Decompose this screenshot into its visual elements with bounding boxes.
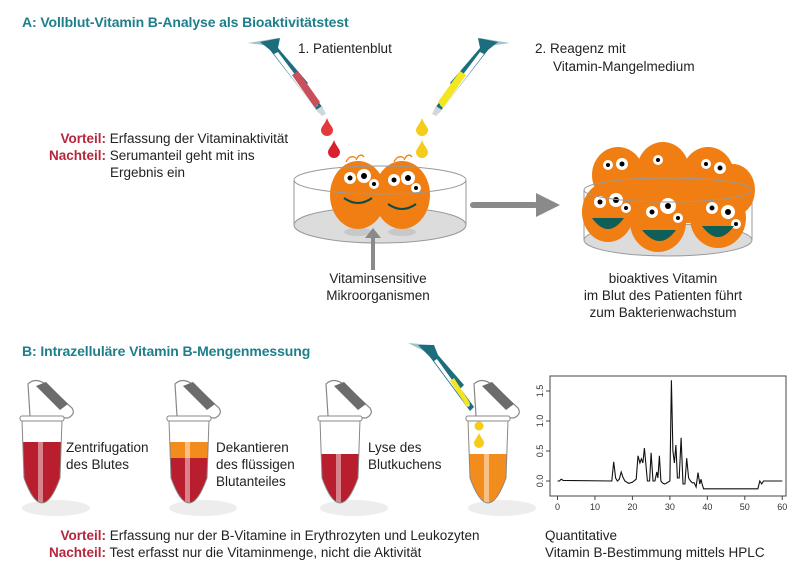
- tube-lysis-icon: [317, 379, 388, 516]
- organism-label-line2: Mikroorganismen: [326, 288, 430, 303]
- x-tick-label: 30: [665, 502, 675, 512]
- con-text: Test erfasst nur die Vitaminmenge, nicht…: [109, 545, 422, 560]
- tube-shadow: [468, 500, 536, 516]
- blood-drop-icon: [328, 140, 340, 158]
- x-tick-label: 10: [590, 502, 600, 512]
- reagent-drop-icon: [474, 421, 484, 431]
- petri-dish-with-microbes-icon: [293, 154, 467, 244]
- tube-rim: [465, 415, 511, 422]
- reagent-drop-icon: [416, 118, 428, 136]
- tube-rim: [166, 415, 212, 422]
- tube-shadow: [320, 500, 388, 516]
- hplc-caption: Quantitative Vitamin B-Bestimmung mittel…: [545, 527, 765, 561]
- pro-row: Vorteil: Erfassung der Vitaminaktivität: [22, 130, 288, 147]
- tube-3-label-line1: Lyse des: [368, 440, 422, 455]
- x-tick-label: 0: [555, 502, 560, 512]
- y-tick-label: 0.0: [535, 475, 545, 488]
- hplc-caption-line1: Quantitative: [545, 528, 618, 543]
- section-a-title: A: Vollblut-Vitamin B-Analyse als Bioakt…: [22, 14, 349, 30]
- tube-3-label: Lyse des Blutkuchens: [368, 439, 442, 473]
- blood-drop-icon: [321, 118, 333, 136]
- con-text-line2: Ergebnis ein: [110, 165, 186, 180]
- x-tick-label: 40: [702, 502, 712, 512]
- tube-lid-seal: [334, 382, 366, 410]
- tube-centrifugation-icon: [19, 379, 90, 516]
- section-b-pros-cons: Vorteil: Erfassung nur der B-Vitamine in…: [22, 527, 479, 561]
- con-row: Nachteil: Serumanteil geht mit ins: [22, 147, 288, 164]
- con-row: Nachteil: Test erfasst nur die Vitaminme…: [22, 544, 479, 561]
- tube-2-label-line3: Blutanteiles: [216, 474, 286, 489]
- arrow-right-icon: [470, 193, 560, 217]
- result-line1: bioaktives Vitamin: [608, 271, 718, 286]
- tube-rim: [317, 415, 363, 422]
- tube-liquid: [169, 442, 209, 458]
- tube-lid-seal: [482, 382, 514, 410]
- tube-2-label-line1: Dekantieren: [216, 440, 289, 455]
- tube-lid-seal: [183, 382, 215, 410]
- step-2-label-line1: 2. Reagenz mit: [535, 41, 626, 56]
- con-row-2: Ergebnis ein: [22, 164, 288, 181]
- tube-liquid: [468, 454, 508, 503]
- tube-decanting-icon: [166, 379, 237, 516]
- pro-label: Vorteil:: [60, 528, 106, 543]
- con-label: Nachteil:: [48, 148, 106, 163]
- x-tick-label: 50: [740, 502, 750, 512]
- y-tick-label: 0.5: [535, 445, 545, 458]
- y-tick-label: 1.0: [535, 415, 545, 428]
- result-line3: zum Bakterienwachstum: [589, 305, 737, 320]
- hplc-caption-line2: Vitamin B-Bestimmung mittels HPLC: [545, 545, 765, 560]
- y-tick-label: 1.5: [535, 385, 545, 398]
- organism-label-line1: Vitaminsensitive: [329, 271, 427, 286]
- tube-body: [168, 419, 210, 504]
- tube-1-label: Zentrifugation des Blutes: [66, 439, 149, 473]
- step-2-label-line2: Vitamin-Mangelmedium: [553, 59, 695, 74]
- x-tick-label: 60: [777, 502, 787, 512]
- section-b-title: B: Intrazelluläre Vitamin B-Mengenmessun…: [22, 343, 311, 359]
- tube-lid-seal: [36, 382, 68, 410]
- pro-label: Vorteil:: [60, 131, 106, 146]
- tube-2-label: Dekantieren des flüssigen Blutanteiles: [216, 439, 295, 490]
- reagent-drop-icon: [416, 140, 428, 158]
- organism-label: Vitaminsensitive Mikroorganismen: [318, 270, 438, 304]
- tube-liquid: [320, 454, 360, 503]
- pro-text: Erfassung nur der B-Vitamine in Erythroz…: [109, 528, 480, 543]
- reagent-drop-icon: [474, 433, 484, 448]
- result-line2: im Blut des Patienten führt: [583, 288, 743, 303]
- tube-body: [319, 419, 361, 504]
- pipette-blood-icon: [248, 38, 326, 116]
- tube-1-label-line2: des Blutes: [66, 457, 130, 472]
- tube-3-label-line2: Blutkuchens: [368, 457, 442, 472]
- pro-text: Erfassung der Vitaminaktivität: [109, 131, 289, 146]
- pipette-reagent-icon: [432, 38, 510, 116]
- tube-liquid: [169, 458, 209, 503]
- pro-row: Vorteil: Erfassung nur der B-Vitamine in…: [22, 527, 479, 544]
- tube-1-label-line1: Zentrifugation: [66, 440, 149, 455]
- tube-body: [467, 419, 509, 504]
- tube-body: [21, 419, 63, 504]
- tube-shadow: [22, 500, 90, 516]
- pipette-reagent-icon: [408, 343, 474, 411]
- tube-2-label-line2: des flüssigen: [216, 457, 295, 472]
- tube-shadow: [169, 500, 237, 516]
- con-label: Nachteil:: [48, 545, 106, 560]
- con-text-line1: Serumanteil geht mit ins: [109, 148, 255, 163]
- petri-dish-bacterial-growth-icon: [582, 142, 755, 257]
- hplc-series-line: [557, 380, 783, 490]
- hplc-chart: 0 10 20 30 40 50 60 0.0 0.5 1.0 1.5: [535, 375, 787, 512]
- step-1-label: 1. Patientenblut: [298, 41, 392, 56]
- section-a-pros-cons: Vorteil: Erfassung der Vitaminaktivität …: [22, 130, 288, 181]
- tube-rim: [19, 415, 65, 422]
- result-label: bioaktives Vitamin im Blut des Patienten…: [548, 270, 778, 321]
- x-tick-label: 20: [627, 502, 637, 512]
- arrow-up-icon: [365, 228, 381, 270]
- tube-reagent-icon: [465, 379, 536, 516]
- chart-frame: [549, 375, 787, 497]
